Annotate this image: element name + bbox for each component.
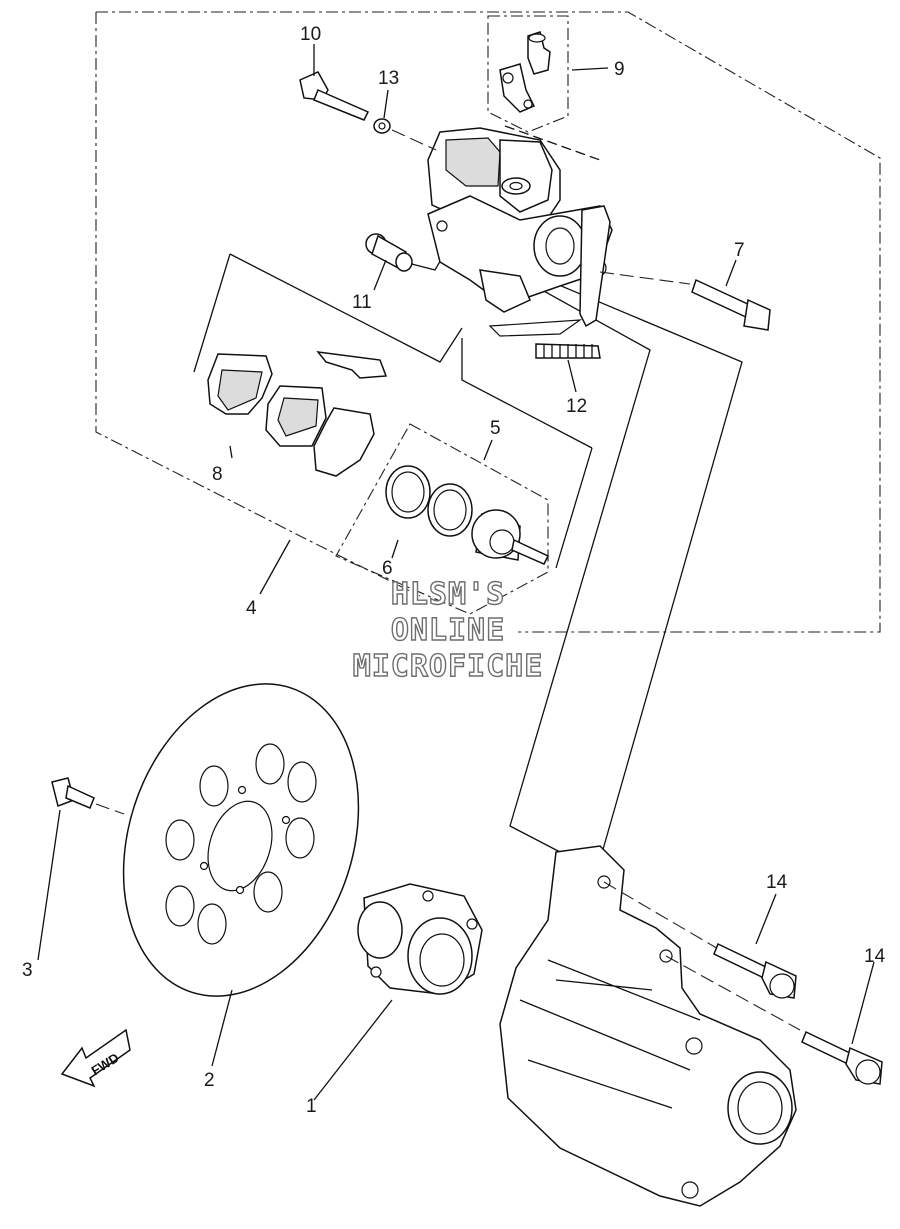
watermark-line-2: ONLINE (391, 613, 505, 648)
callout-5: 5 (490, 418, 501, 439)
callout-6: 6 (382, 558, 393, 579)
part-9-bleeder-assembly (499, 31, 551, 113)
callout-14-upper: 14 (766, 872, 788, 893)
part-11-pad-pin (365, 233, 413, 272)
watermark: HLSM'S ONLINE MICROFICHE (352, 576, 544, 684)
part-3-bolt (51, 777, 125, 815)
callout-3: 3 (22, 960, 33, 981)
part-2-brake-disc (122, 683, 360, 997)
part-6-piston-seals (385, 465, 473, 537)
callout-1: 1 (306, 1096, 317, 1117)
callout-9: 9 (614, 59, 625, 80)
callout-14-lower: 14 (864, 946, 886, 967)
caliper-body (427, 127, 613, 337)
pad-group-outline (193, 253, 593, 569)
callout-10: 10 (300, 24, 321, 45)
assembly-boundaries (95, 11, 881, 633)
callout-13: 13 (378, 68, 399, 89)
watermark-line-1: HLSM'S (391, 577, 505, 612)
part-10-bolt (299, 71, 601, 161)
forward-arrow: FWD (60, 1028, 131, 1088)
callout-12: 12 (566, 396, 587, 417)
part-14-bolt-a (713, 942, 797, 999)
part-1-hub (357, 883, 483, 995)
callout-2: 2 (204, 1070, 215, 1091)
callout-4: 4 (246, 598, 257, 619)
piston-kit-boundary (335, 423, 549, 615)
caliper-bracket-housing (499, 845, 801, 1207)
part-14-bolt-b (801, 1030, 883, 1085)
part-7-bolt (599, 271, 771, 331)
part-5-piston (471, 509, 550, 565)
part-13-washer (373, 118, 437, 151)
pad-holder-boundary (487, 15, 569, 133)
callout-7: 7 (734, 240, 745, 261)
part-12-spring (535, 343, 601, 359)
callout-8: 8 (212, 464, 223, 485)
watermark-line-3: MICROFICHE (353, 649, 544, 684)
callout-11: 11 (352, 292, 372, 313)
leader-lines (37, 44, 875, 1101)
callout-numbers: 10 13 9 7 11 12 5 8 6 4 3 2 1 14 14 (22, 24, 886, 1117)
part-8-brake-pads (207, 351, 388, 477)
